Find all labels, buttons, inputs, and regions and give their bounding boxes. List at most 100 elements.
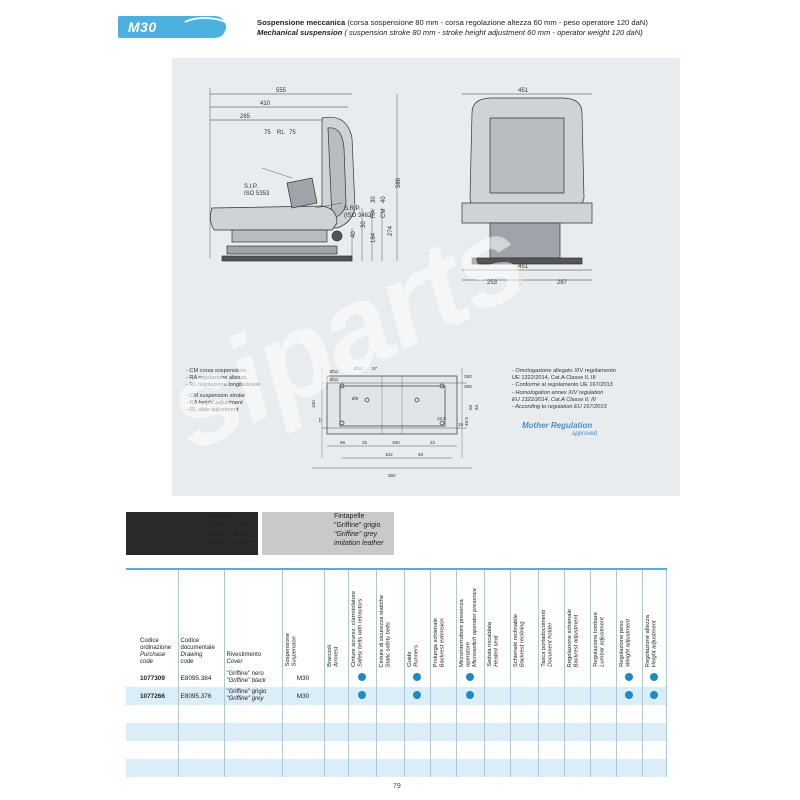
dim-410: 410 xyxy=(260,101,271,107)
dim-base-8: Ø8 xyxy=(352,396,359,401)
dim-base-11a: Ø11 xyxy=(330,369,339,374)
swatch-grey-leather xyxy=(262,512,394,555)
included-dot-icon xyxy=(625,691,633,699)
included-dot-icon xyxy=(413,691,421,699)
dim-base-84: 84 xyxy=(474,404,479,410)
dim-base-56: 56 xyxy=(340,440,346,445)
base-plan-view xyxy=(312,368,472,469)
table-row-empty xyxy=(126,741,667,759)
dim-287: 287 xyxy=(557,280,568,286)
table-row: 1077309 E8095.384 "Griffine" nero"Griffi… xyxy=(126,669,667,687)
swatch-grey-label: Fintapelle "Griffine" grigio "Griffine" … xyxy=(334,513,384,547)
mother-regulation-title: Mother Regulation xyxy=(522,421,593,430)
dim-base-77: 77 xyxy=(318,417,323,423)
dim-base-260: 260 xyxy=(464,384,472,389)
dim-75b: 75 xyxy=(289,130,296,136)
table-row-empty xyxy=(126,759,667,777)
dim-451-top: 451 xyxy=(518,88,529,94)
dim-75a: 75 xyxy=(264,130,271,136)
dim-cm40: 40 xyxy=(381,196,387,203)
mother-regulation-sub: approved xyxy=(572,431,598,437)
included-dot-icon xyxy=(466,691,474,699)
model-badge: M30 xyxy=(118,16,230,38)
header-title-en: Mechanical suspension ( suspension strok… xyxy=(257,28,643,37)
dim-451-bottom: 451 xyxy=(518,264,529,270)
header-title-it: Sospensione meccanica (corsa sospensione… xyxy=(257,18,648,27)
dim-base-22: 22 xyxy=(430,440,436,445)
dim-base-48: 48 xyxy=(418,452,424,457)
dim-265: 265 xyxy=(240,114,251,120)
table-row: 1077266 E8095.376 "Griffine" grigio"Grif… xyxy=(126,687,667,705)
swatch-black-leather xyxy=(126,512,258,555)
dim-iso3462: (ISO 3462) xyxy=(344,213,373,219)
technical-drawing: 555 410 265 75 RL 75 S.I.P. ISO 5353 S.R… xyxy=(209,88,593,478)
dim-base-57: 57 xyxy=(372,366,378,371)
included-dot-icon xyxy=(650,673,658,681)
dim-base-100: 100 xyxy=(311,400,316,408)
dim-base-19: 19 xyxy=(458,422,464,427)
technical-drawing-panel: 555 410 265 75 RL 75 S.I.P. ISO 5353 S.R… xyxy=(172,58,680,496)
dim-rl: RL xyxy=(277,130,285,136)
dim-586: 586 xyxy=(396,177,402,188)
swatch-black-label: Fintapelle "Griffine" nero "Griffine" bl… xyxy=(204,513,254,547)
dim-ra: RA xyxy=(371,210,377,218)
included-dot-icon xyxy=(358,673,366,681)
included-dot-icon xyxy=(625,673,633,681)
included-dot-icon xyxy=(466,673,474,681)
swoosh-icon xyxy=(180,17,230,37)
side-view-seat xyxy=(209,88,398,262)
dim-253: 253 xyxy=(487,280,498,286)
page-header: M30 Sospensione meccanica (corsa sospens… xyxy=(118,14,678,44)
dim-184: 184 xyxy=(371,232,377,243)
dim-base-250: 250 xyxy=(464,374,472,379)
dim-base-11b: Ø11 xyxy=(330,377,339,382)
included-dot-icon xyxy=(650,691,658,699)
dim-ra30: 30 xyxy=(371,196,377,203)
dim-30: 30 xyxy=(361,221,367,228)
dim-sip: S.I.P. xyxy=(244,184,258,190)
dim-iso5353: ISO 5353 xyxy=(244,191,270,197)
dim-base-25: 25 xyxy=(362,440,368,445)
dim-40: 40 xyxy=(351,231,357,238)
model-badge-label: M30 xyxy=(128,19,157,35)
dim-base-160: 160 xyxy=(392,440,400,445)
dim-base-50: 50 xyxy=(468,404,473,410)
notes-left: - CM corsa sospensione - RA regolazione … xyxy=(186,368,260,414)
dim-555: 555 xyxy=(276,88,287,94)
page-number: 79 xyxy=(393,783,401,790)
dim-base-102: 102 xyxy=(385,452,393,457)
included-dot-icon xyxy=(413,673,421,681)
dim-srp: S.R.P. xyxy=(344,206,361,212)
dim-274: 274 xyxy=(388,225,394,236)
notes-right: - Omologazione allegato XIV regolamento … xyxy=(512,368,616,411)
table-row-empty xyxy=(126,723,667,741)
dim-base-12: Ø12 xyxy=(354,366,363,371)
table-row-empty xyxy=(126,705,667,723)
dim-cm: CM xyxy=(381,209,387,218)
dim-base-48-5: 48.5 xyxy=(464,417,469,426)
dim-base-22-8: 22.8 xyxy=(437,416,446,421)
dim-base-360: 360 xyxy=(388,473,396,478)
included-dot-icon xyxy=(358,691,366,699)
front-view-seat xyxy=(461,93,593,286)
